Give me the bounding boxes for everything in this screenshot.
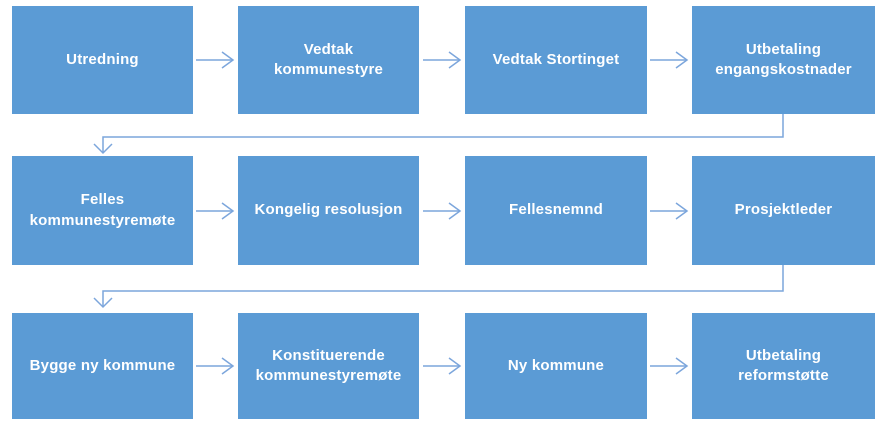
wrap-connector (102, 114, 784, 152)
arrow-right-icon (448, 202, 462, 220)
step-vedtak-stortinget: Vedtak Stortinget (465, 6, 647, 114)
arrow-right-icon (221, 202, 235, 220)
step-utbetaling-reformstotte: Utbetaling reformstøtte (692, 313, 875, 419)
step-utbetaling-engangskostnader: Utbetaling engangskostnader (692, 6, 875, 114)
arrow-right-icon (675, 51, 689, 69)
arrow-right-icon (221, 51, 235, 69)
step-konstituerende-kommunestyremote: Konstituerende kommunestyremøte (238, 313, 419, 419)
arrow-right-icon (448, 357, 462, 375)
arrow-right-icon (448, 51, 462, 69)
arrow-right-icon (675, 357, 689, 375)
step-vedtak-kommunestyre: Vedtak kommunestyre (238, 6, 419, 114)
arrow-down-icon (93, 143, 113, 155)
step-utredning: Utredning (12, 6, 193, 114)
step-prosjektleder: Prosjektleder (692, 156, 875, 265)
step-bygge-ny-kommune: Bygge ny kommune (12, 313, 193, 419)
step-felles-kommunestyremote: Felles kommunestyremøte (12, 156, 193, 265)
step-ny-kommune: Ny kommune (465, 313, 647, 419)
step-fellesnemnd: Fellesnemnd (465, 156, 647, 265)
step-kongelig-resolusjon: Kongelig resolusjon (238, 156, 419, 265)
wrap-connector (102, 265, 784, 306)
arrow-right-icon (221, 357, 235, 375)
arrow-down-icon (93, 297, 113, 309)
arrow-right-icon (675, 202, 689, 220)
